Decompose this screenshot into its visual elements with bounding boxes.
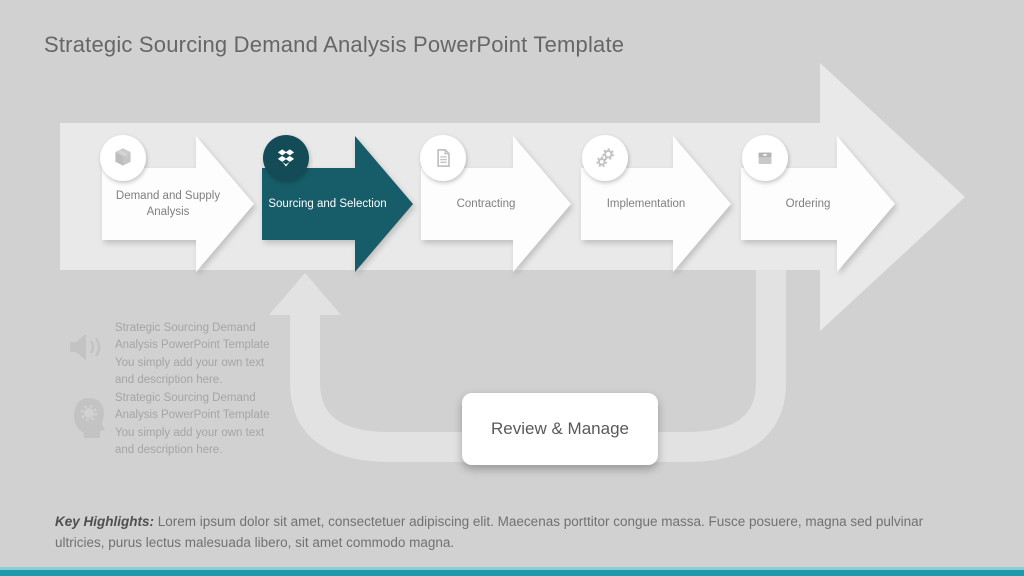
step-badge-active (263, 135, 309, 181)
review-manage-box: Review & Manage (462, 393, 658, 465)
step-badge (742, 135, 788, 181)
step-label: Demand and Supply Analysis (115, 190, 221, 218)
key-highlights-text: Lorem ipsum dolor sit amet, consectetuer… (55, 514, 924, 550)
step-label: Contracting (456, 198, 516, 210)
head-gear-icon (74, 398, 105, 438)
loop-arrowhead-up-icon (269, 273, 341, 315)
speaker-icon (70, 334, 101, 360)
open-box-icon (277, 149, 295, 167)
key-highlights: Key Highlights: Lorem ipsum dolor sit am… (55, 511, 973, 553)
bottom-accent-bar-light (0, 567, 1024, 570)
note-text-1: Strategic Sourcing Demand Analysis Power… (115, 322, 270, 386)
page-title: Strategic Sourcing Demand Analysis Power… (44, 32, 625, 57)
document-icon (437, 149, 450, 167)
note-text-2: Strategic Sourcing Demand Analysis Power… (115, 392, 270, 456)
package-box-icon (115, 148, 131, 166)
archive-box-icon (758, 152, 772, 164)
gears-icon (596, 148, 615, 168)
bottom-accent-bar-dark (0, 570, 1024, 576)
step-badge (582, 135, 628, 181)
step-label: Ordering (785, 198, 831, 210)
step-label: Sourcing and Selection (268, 198, 387, 210)
step-badge (100, 135, 146, 181)
step-label: Implementation (606, 198, 686, 210)
review-manage-label: Review & Manage (491, 419, 629, 438)
step-badge (420, 135, 466, 181)
key-highlights-label: Key Highlights: (55, 514, 155, 529)
